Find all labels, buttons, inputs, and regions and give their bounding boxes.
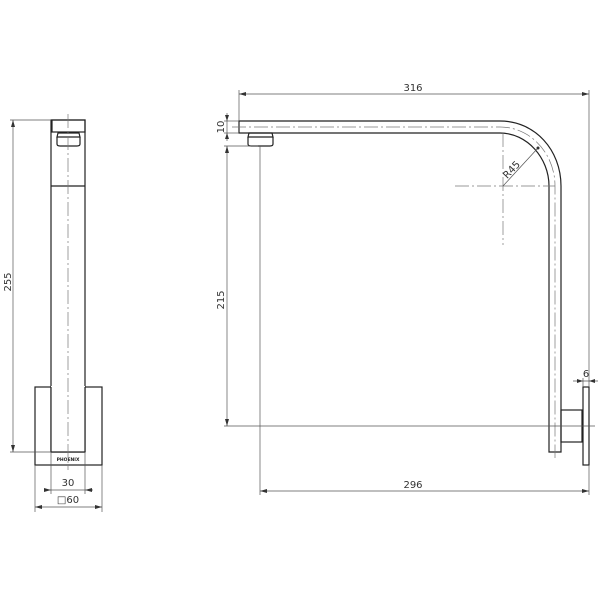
logo-text: PHOENIX <box>57 457 80 463</box>
dimension-215: 215 <box>216 290 227 309</box>
dimension-60: □60 <box>57 495 79 506</box>
dimension-255: 255 <box>3 272 14 291</box>
shower-head-nozzle <box>247 132 274 147</box>
arm-cap <box>51 119 86 133</box>
dimension-r45: R45 <box>501 159 522 181</box>
dimension-316: 316 <box>403 83 422 94</box>
front-view: 316 10 R45 215 296 6 <box>216 83 598 495</box>
dimension-30: 30 <box>62 478 75 489</box>
dimension-10: 10 <box>216 121 227 134</box>
side-view: PHOENIX 255 30 □60 <box>3 114 103 512</box>
dimension-6: 6 <box>583 369 589 380</box>
dimension-296: 296 <box>403 480 422 491</box>
arm-centerline <box>232 126 556 458</box>
shower-head-nozzle <box>56 132 81 147</box>
radius-leader <box>502 147 539 187</box>
